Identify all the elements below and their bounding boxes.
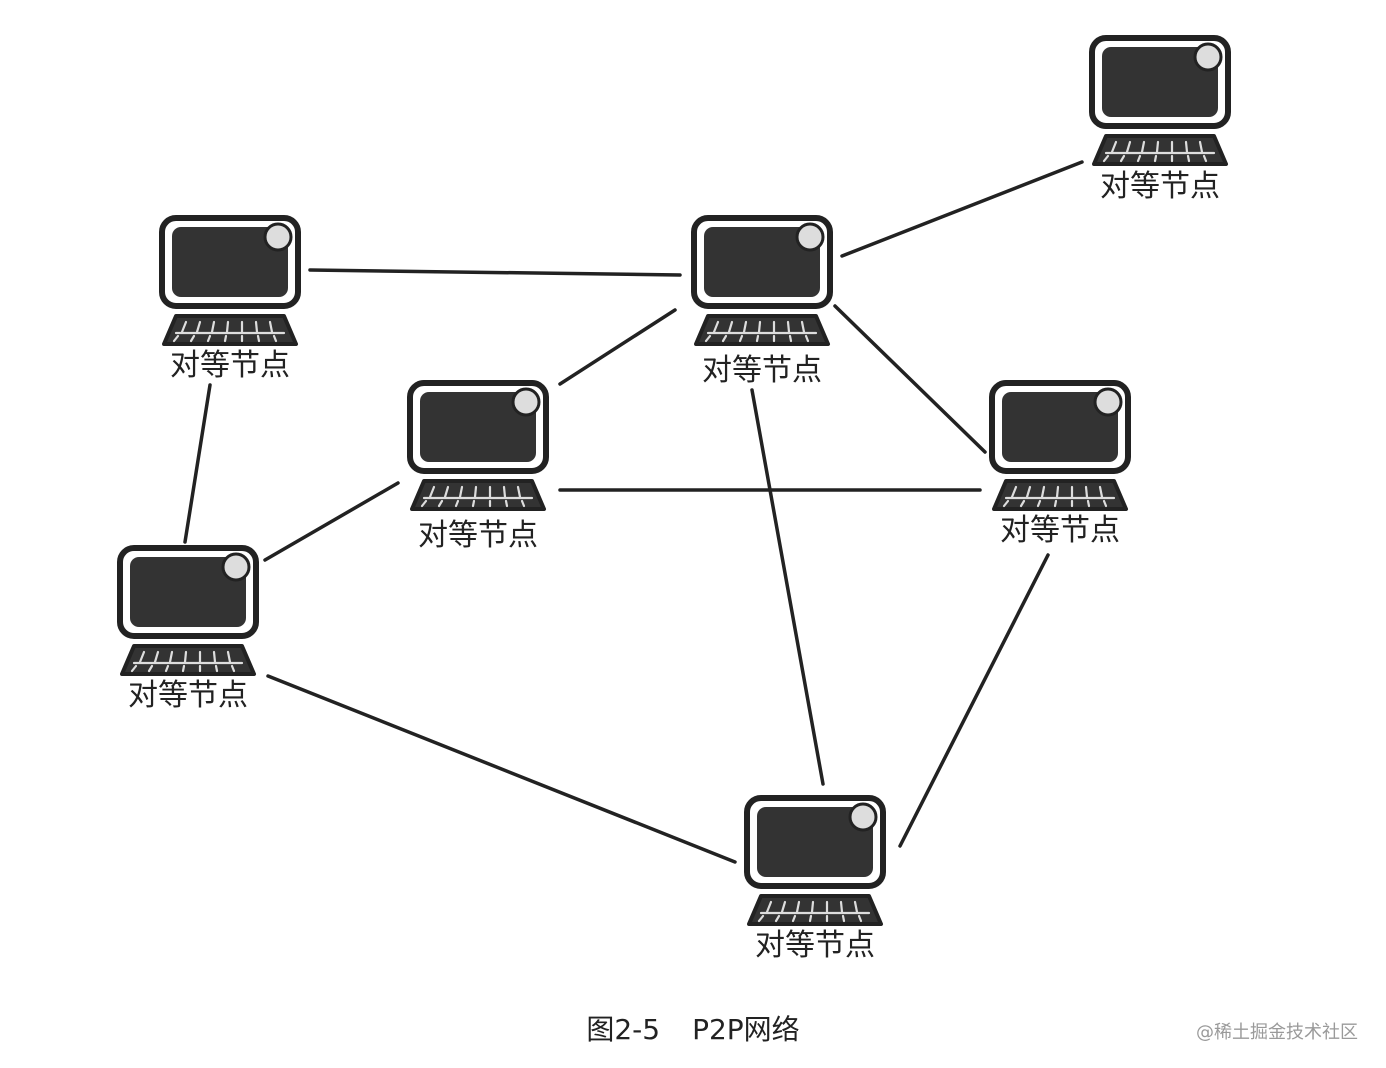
node-label: 对等节点 (1000, 513, 1120, 548)
computer-icon (694, 218, 830, 344)
connection-line-n4-n5 (263, 481, 400, 562)
connection-line-n3-n7 (750, 388, 825, 786)
node-label: 对等节点 (1100, 169, 1220, 204)
node-label: 对等节点 (755, 928, 875, 963)
peer-node-n6: 对等节点 (992, 383, 1128, 548)
computer-icon (1092, 38, 1228, 164)
peer-node-n2: 对等节点 (1092, 38, 1228, 204)
watermark-text: @稀土掘金技术社区 (1196, 1022, 1358, 1043)
node-label: 对等节点 (128, 678, 248, 713)
connection-line-n5-n7 (266, 674, 737, 864)
computer-icon (747, 798, 883, 924)
connection-line-n3-n6 (833, 304, 987, 454)
node-label: 对等节点 (702, 353, 822, 388)
computer-icon (120, 548, 256, 674)
connection-lines (183, 160, 1084, 864)
peer-node-n1: 对等节点 (162, 218, 298, 383)
connection-line-n2-n3 (840, 160, 1084, 258)
computer-icon (410, 383, 546, 509)
peer-node-n5: 对等节点 (120, 548, 256, 713)
connection-line-n3-n4 (558, 308, 677, 386)
figure-caption: 图2-5 P2P网络 (0, 1008, 1386, 1048)
peer-node-n3: 对等节点 (694, 218, 830, 388)
peer-node-n4: 对等节点 (410, 383, 546, 553)
computer-icon (162, 218, 298, 344)
node-label: 对等节点 (170, 348, 290, 383)
connection-line-n1-n3 (308, 268, 682, 277)
computer-icon (992, 383, 1128, 509)
connection-line-n1-n5 (183, 383, 212, 544)
figure-title: P2P网络 (692, 1013, 800, 1046)
connection-line-n6-n7 (898, 553, 1050, 848)
figure-number: 图2-5 (586, 1013, 661, 1046)
node-label: 对等节点 (418, 518, 538, 553)
peer-node-n7: 对等节点 (747, 798, 883, 963)
